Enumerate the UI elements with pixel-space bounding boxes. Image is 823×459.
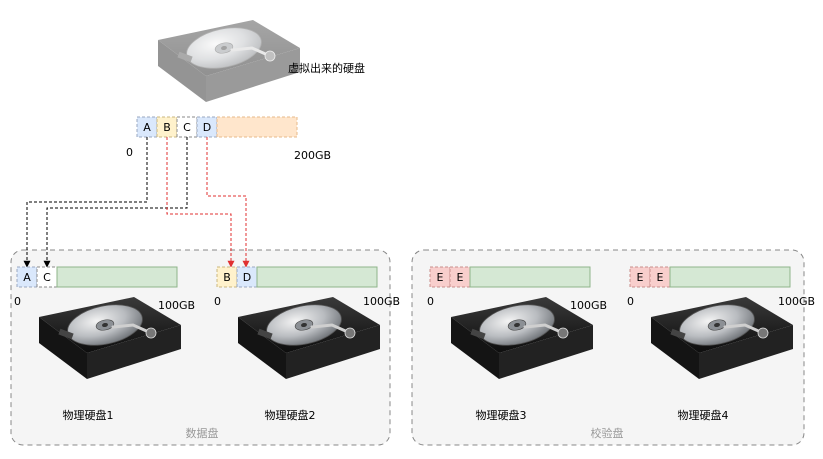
virtual-block-a-label: A bbox=[143, 121, 151, 134]
disk3-block-e2-label: E bbox=[457, 271, 464, 284]
arrow-a-to-disk1 bbox=[23, 137, 148, 268]
virtual-block-b-label: B bbox=[163, 121, 171, 134]
physical-disk-3: E E 0 100GB 物理硬盘3 bbox=[427, 266, 607, 422]
disk4-name: 物理硬盘4 bbox=[678, 408, 729, 422]
disk2-free-space bbox=[256, 266, 378, 288]
disk3-end-label: 100GB bbox=[570, 299, 607, 312]
virtual-disk-bar: A B C D bbox=[136, 116, 298, 138]
disk4-start-label: 0 bbox=[627, 295, 634, 308]
virtual-block-c-label: C bbox=[183, 121, 191, 134]
disk4-block-e1-label: E bbox=[637, 271, 644, 284]
arrow-c-to-disk1 bbox=[43, 137, 188, 268]
disk2-name: 物理硬盘2 bbox=[265, 408, 316, 422]
parity-disk-group bbox=[411, 249, 805, 446]
virtual-free-space bbox=[216, 116, 298, 138]
data-disk-group-label: 数据盘 bbox=[186, 426, 219, 440]
physical-disk-1: A C 0 100GB 物理硬盘1 bbox=[14, 266, 195, 422]
arrow-d-to-disk2 bbox=[206, 137, 250, 268]
disk4-block-e2-label: E bbox=[657, 271, 664, 284]
disk4-free-space bbox=[669, 266, 791, 288]
disk1-free-space bbox=[56, 266, 178, 288]
disk2-start-label: 0 bbox=[214, 295, 221, 308]
disk3-start-label: 0 bbox=[427, 295, 434, 308]
virtual-start-label: 0 bbox=[126, 146, 133, 159]
virtual-disk-label: 虚拟出来的硬盘 bbox=[288, 61, 365, 75]
disk3-block-e1-label: E bbox=[437, 271, 444, 284]
disk2-end-label: 100GB bbox=[363, 295, 400, 308]
physical-disk-2: B D 0 100GB 物理硬盘2 bbox=[214, 266, 400, 422]
parity-disk-group-label: 校验盘 bbox=[591, 426, 624, 440]
disk3-free-space bbox=[469, 266, 591, 288]
disk2-block-b-label: B bbox=[223, 271, 231, 284]
virtual-end-label: 200GB bbox=[294, 149, 331, 162]
hard-disk-icon bbox=[156, 18, 302, 104]
disk1-block-c-label: C bbox=[43, 271, 51, 284]
disk3-name: 物理硬盘3 bbox=[476, 408, 527, 422]
disk1-block-a-label: A bbox=[23, 271, 31, 284]
disk2-block-d-label: D bbox=[243, 271, 251, 284]
virtual-block-d-label: D bbox=[203, 121, 211, 134]
disk1-start-label: 0 bbox=[14, 295, 21, 308]
disk1-end-label: 100GB bbox=[158, 299, 195, 312]
disk4-end-label: 100GB bbox=[778, 295, 815, 308]
physical-disk-4: E E 0 100GB 物理硬盘4 bbox=[627, 266, 815, 422]
arrow-b-to-disk2 bbox=[166, 137, 235, 268]
data-disk-group bbox=[10, 249, 391, 446]
disk1-name: 物理硬盘1 bbox=[63, 408, 114, 422]
